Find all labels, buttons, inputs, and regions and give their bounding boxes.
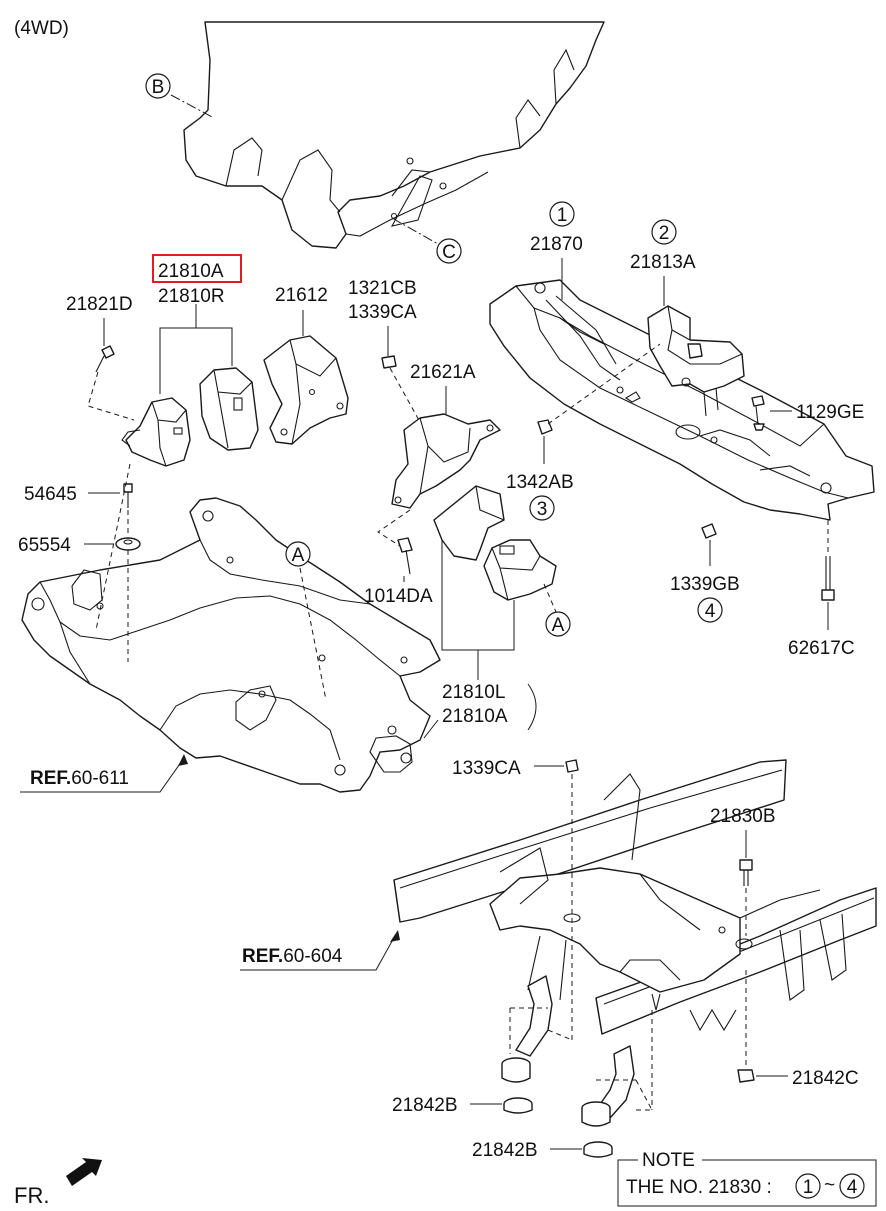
- front-subframe: [21, 497, 441, 793]
- part-21842B-1[interactable]: 21842B: [392, 1095, 458, 1116]
- svg-text:REF.60-611: REF.60-611: [30, 768, 129, 789]
- variant-label: (4WD): [14, 18, 69, 39]
- lower-mounts: [501, 970, 755, 1158]
- part-21842C[interactable]: 21842C: [792, 1068, 859, 1089]
- svg-text:~: ~: [824, 1175, 835, 1196]
- part-21842B-2[interactable]: 21842B: [472, 1140, 538, 1161]
- callout-A-right: A: [543, 583, 571, 637]
- part-62617C[interactable]: 62617C: [788, 638, 855, 659]
- part-21821D[interactable]: 21821D: [66, 294, 133, 315]
- svg-text:B: B: [152, 77, 165, 98]
- callout-A-left: A: [285, 541, 327, 701]
- part-21830B[interactable]: 21830B: [710, 806, 776, 827]
- engine-transmission-outline: [183, 21, 605, 249]
- svg-text:4: 4: [705, 601, 716, 622]
- svg-text:1: 1: [557, 205, 568, 226]
- svg-text:REF.60-604: REF.60-604: [242, 946, 343, 967]
- highlight-box: [152, 254, 242, 283]
- part-21810A-bottom[interactable]: 21810A: [442, 706, 508, 727]
- bolt-62617C: [821, 520, 835, 601]
- bolt-1321CB: [381, 355, 397, 369]
- part-1014DA[interactable]: 1014DA: [364, 586, 433, 607]
- bolt-1129GE: [751, 395, 765, 431]
- bolt-21830B: [739, 859, 753, 886]
- part-1321CB[interactable]: 1321CB: [348, 278, 417, 299]
- part-1342AB[interactable]: 1342AB: [506, 472, 574, 493]
- svg-text:C: C: [442, 242, 456, 263]
- svg-text:FR.: FR.: [14, 1183, 49, 1208]
- support-21813A: [647, 305, 745, 417]
- callout-2: [651, 219, 677, 245]
- front-arrow-icon: [66, 1158, 102, 1186]
- part-21612[interactable]: 21612: [275, 285, 328, 306]
- part-1339CA-bottom[interactable]: 1339CA: [452, 758, 521, 779]
- insulator-21810L: [433, 485, 557, 601]
- nut-1339CA-bottom: [565, 759, 579, 773]
- svg-text:4: 4: [847, 1177, 858, 1198]
- callout-4: [697, 597, 723, 623]
- front-direction-indicator: FR.: [14, 1158, 102, 1208]
- part-1129GE[interactable]: 1129GE: [796, 402, 864, 423]
- bolt-1014DA: [397, 537, 413, 575]
- part-54645[interactable]: 54645: [24, 484, 77, 505]
- callout-3: [529, 495, 555, 521]
- nut-1339GB: [701, 523, 717, 539]
- callout-B: B: [145, 73, 215, 119]
- callout-1: [549, 201, 575, 227]
- crossmember-21870: [489, 279, 875, 521]
- part-21870[interactable]: 21870: [530, 234, 583, 255]
- part-21810A-top[interactable]: 21810A: [158, 261, 224, 282]
- svg-text:1: 1: [803, 1177, 814, 1198]
- left-engine-mount-group: [87, 304, 349, 662]
- reference-60-611: REF.60-611: [20, 754, 188, 793]
- part-21621A[interactable]: 21621A: [410, 362, 476, 383]
- note-text: THE NO. 21830 :: [626, 1177, 772, 1198]
- reference-60-604: REF.60-604: [240, 930, 400, 971]
- note-title: NOTE: [642, 1150, 695, 1171]
- bracket-21621A: [391, 413, 501, 509]
- svg-text:2: 2: [659, 223, 670, 244]
- part-65554[interactable]: 65554: [18, 535, 71, 556]
- svg-text:A: A: [552, 615, 565, 636]
- svg-text:A: A: [292, 545, 305, 566]
- part-1339CA-top[interactable]: 1339CA: [348, 302, 417, 323]
- note-box: NOTE THE NO. 21830 : 1 ~ 4: [617, 1150, 877, 1207]
- part-1339GB[interactable]: 1339GB: [670, 574, 740, 595]
- part-21813A[interactable]: 21813A: [630, 252, 696, 273]
- nut-1342AB: [537, 343, 661, 435]
- part-21810L[interactable]: 21810L: [442, 682, 505, 703]
- svg-text:3: 3: [537, 499, 548, 520]
- callout-C: C: [391, 217, 462, 264]
- chassis-frame: [393, 759, 877, 1035]
- part-21810R[interactable]: 21810R: [158, 286, 225, 307]
